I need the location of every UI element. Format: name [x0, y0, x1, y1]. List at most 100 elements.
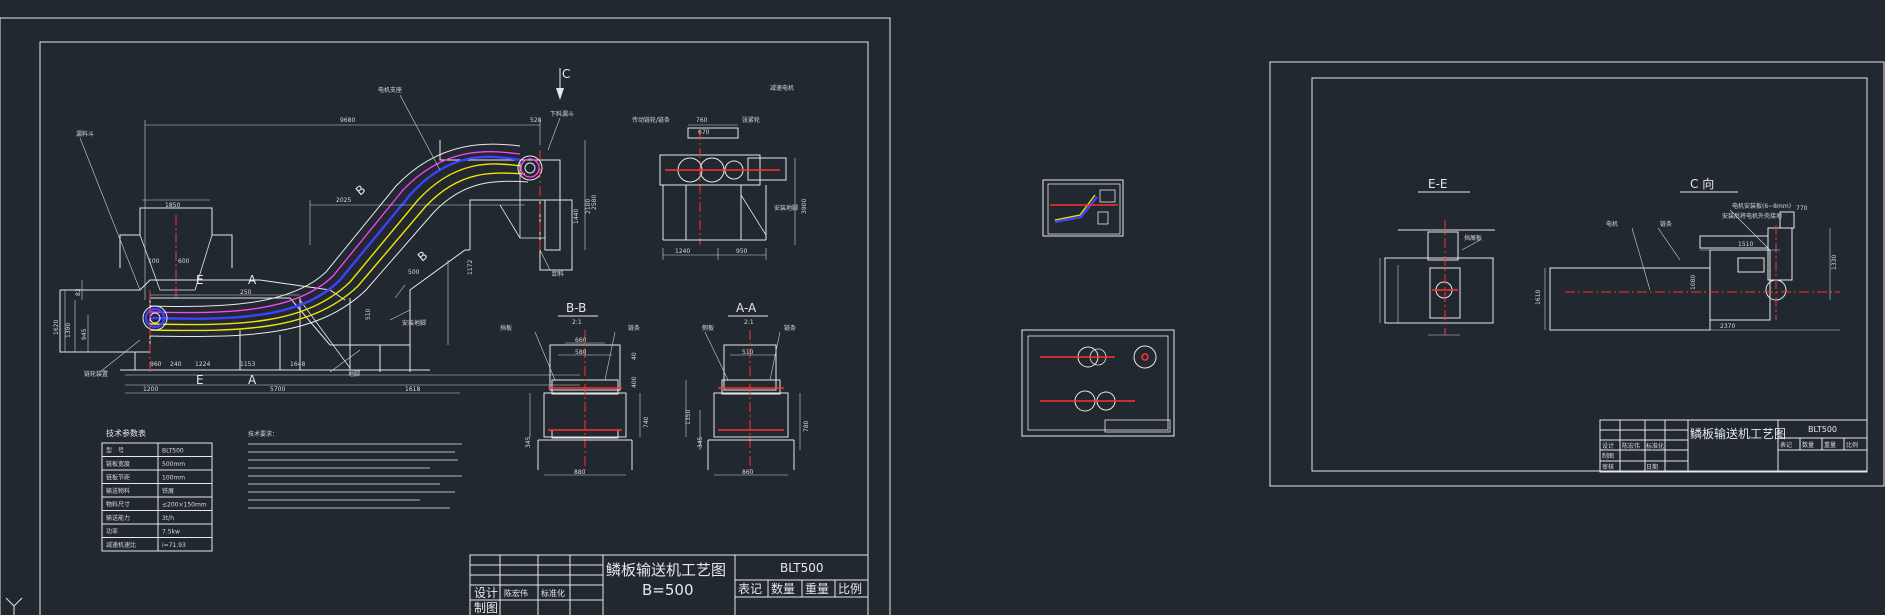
- view-e-e: E-E 挡屑板: [1379, 177, 1495, 336]
- view-title-ee: E-E: [1428, 177, 1448, 191]
- svg-text:链轮装置: 链轮装置: [84, 370, 108, 378]
- standardization: 标准化: [541, 588, 565, 598]
- svg-text:82: 82: [75, 288, 82, 296]
- svg-text:960: 960: [150, 361, 162, 368]
- svg-text:1172: 1172: [467, 260, 474, 275]
- spec-key: 输送物料: [106, 487, 130, 495]
- svg-text:制图: 制图: [1602, 452, 1614, 460]
- end-view: 传动链轮/链条 减速电机 张紧轮 安装地脚 760 670 3900 1240 …: [632, 84, 808, 260]
- spec-key: 功率: [106, 527, 118, 535]
- spec-value: 500mm: [162, 461, 185, 468]
- svg-text:760: 760: [696, 117, 708, 124]
- svg-text:780: 780: [803, 420, 810, 432]
- header-weight: 重量: [805, 582, 829, 596]
- svg-text:1240: 1240: [675, 248, 690, 255]
- svg-text:1618: 1618: [405, 386, 420, 393]
- section-a-a: A-A 2:1 侧板 链条 510 1350 345 780 86: [685, 301, 810, 476]
- svg-text:链条: 链条: [628, 324, 640, 332]
- svg-text:580: 580: [575, 349, 587, 356]
- svg-text:审核: 审核: [1602, 463, 1614, 471]
- svg-text:2580: 2580: [591, 195, 598, 210]
- svg-text:770: 770: [1796, 205, 1808, 212]
- svg-text:2100: 2100: [585, 199, 592, 214]
- svg-text:345: 345: [697, 436, 704, 448]
- svg-text:比例: 比例: [1846, 441, 1858, 449]
- view-c: C 向 电机 链条 电机安装板(6~8mm) 安装后将电机外壳接地 770 15…: [1535, 176, 1840, 331]
- svg-text:510: 510: [365, 308, 372, 320]
- spec-key: 链板节距: [106, 473, 130, 481]
- spec-key: 链板宽度: [106, 460, 130, 468]
- header-qty: 数量: [771, 581, 795, 596]
- svg-text:传动链轮/链条: 传动链轮/链条: [632, 116, 670, 124]
- designer-name: 陈宏伟: [504, 588, 528, 598]
- model-number-2: BLT500: [1808, 425, 1837, 434]
- sheet-2: E-E 挡屑板 C 向: [1269, 61, 1885, 487]
- svg-text:挡板: 挡板: [500, 324, 512, 332]
- svg-text:880: 880: [574, 469, 586, 476]
- svg-text:5700: 5700: [270, 386, 285, 393]
- svg-text:2025: 2025: [336, 197, 351, 204]
- svg-text:陈宏伟: 陈宏伟: [1622, 442, 1640, 450]
- side-elevation-view: 漏料斗 电机支座 下料漏斗 卸料 链轮装置 地脚 安装地脚 C E E A A …: [53, 67, 598, 394]
- thumbnail-sheet-small[interactable]: [1042, 179, 1124, 237]
- svg-text:安装地脚: 安装地脚: [402, 319, 426, 327]
- svg-text:标准化: 标准化: [1646, 442, 1664, 450]
- thumbnail-sheet-parts[interactable]: [1021, 329, 1175, 437]
- svg-text:侧板: 侧板: [702, 324, 714, 332]
- svg-text:945: 945: [81, 328, 88, 340]
- svg-text:1610: 1610: [1535, 290, 1542, 305]
- svg-text:安装后将电机外壳接地: 安装后将电机外壳接地: [1722, 212, 1782, 220]
- view-title-bb: B-B: [566, 301, 586, 315]
- svg-text:1620: 1620: [53, 320, 60, 335]
- svg-text:1080: 1080: [1690, 275, 1697, 290]
- svg-text:1510: 1510: [1738, 241, 1753, 248]
- notes-title: 技术要求：: [248, 430, 278, 438]
- svg-text:1648: 1648: [290, 361, 305, 368]
- svg-text:链条: 链条: [784, 324, 796, 332]
- spec-key: 输送能力: [106, 514, 130, 522]
- spec-key: 型 号: [106, 446, 124, 454]
- svg-text:1850: 1850: [165, 202, 180, 209]
- svg-text:减速电机: 减速电机: [770, 84, 794, 92]
- svg-text:250: 250: [240, 289, 252, 296]
- section-mark-b-top: B: [353, 182, 368, 198]
- svg-text:链条: 链条: [1660, 220, 1672, 228]
- spec-key: 减速机速比: [106, 541, 136, 549]
- svg-text:100: 100: [148, 258, 160, 265]
- spec-value: 7.5kw: [162, 528, 180, 535]
- svg-text:2370: 2370: [1720, 323, 1735, 330]
- svg-text:电机: 电机: [1606, 220, 1618, 228]
- svg-text:40: 40: [631, 352, 638, 360]
- svg-text:漏料斗: 漏料斗: [76, 130, 94, 138]
- row-design: 设计: [474, 586, 498, 600]
- svg-text:下料漏斗: 下料漏斗: [550, 110, 574, 118]
- spec-value: ≤200×150mm: [162, 501, 207, 508]
- specs-title: 技术参数表: [106, 428, 146, 438]
- drawing-name-2: 鳞板输送机工艺图: [1690, 426, 1786, 441]
- view-title-aa: A-A: [736, 301, 757, 315]
- svg-text:重量: 重量: [1824, 441, 1836, 449]
- svg-text:电机支座: 电机支座: [378, 86, 402, 94]
- header-scale: 比例: [838, 582, 862, 596]
- svg-text:660: 660: [575, 337, 587, 344]
- svg-text:数量: 数量: [1802, 441, 1814, 449]
- drawing-name: 鳞板输送机工艺图: [606, 561, 726, 579]
- svg-text:500: 500: [408, 269, 420, 276]
- svg-text:740: 740: [643, 416, 650, 428]
- spec-value: 3t/h: [162, 515, 174, 522]
- svg-text:1350: 1350: [685, 410, 692, 425]
- svg-text:卸料: 卸料: [552, 270, 564, 278]
- model-number: BLT500: [780, 561, 824, 575]
- row-drawing: 制图: [474, 601, 498, 615]
- view-title-c: C 向: [1690, 176, 1714, 191]
- svg-text:1390: 1390: [65, 323, 72, 338]
- svg-text:345: 345: [525, 436, 532, 448]
- svg-text:528: 528: [530, 117, 542, 124]
- title-block-sheet-2: 鳞板输送机工艺图 BLT500 表记 数量 重量 比例 设计 制图 审核 陈宏伟…: [1599, 419, 1868, 473]
- svg-text:600: 600: [178, 258, 190, 265]
- svg-text:1330: 1330: [1831, 255, 1838, 270]
- svg-text:510: 510: [742, 349, 754, 356]
- section-b-b: B-B 2:1 挡板 链条 660 580 40 400: [500, 301, 650, 476]
